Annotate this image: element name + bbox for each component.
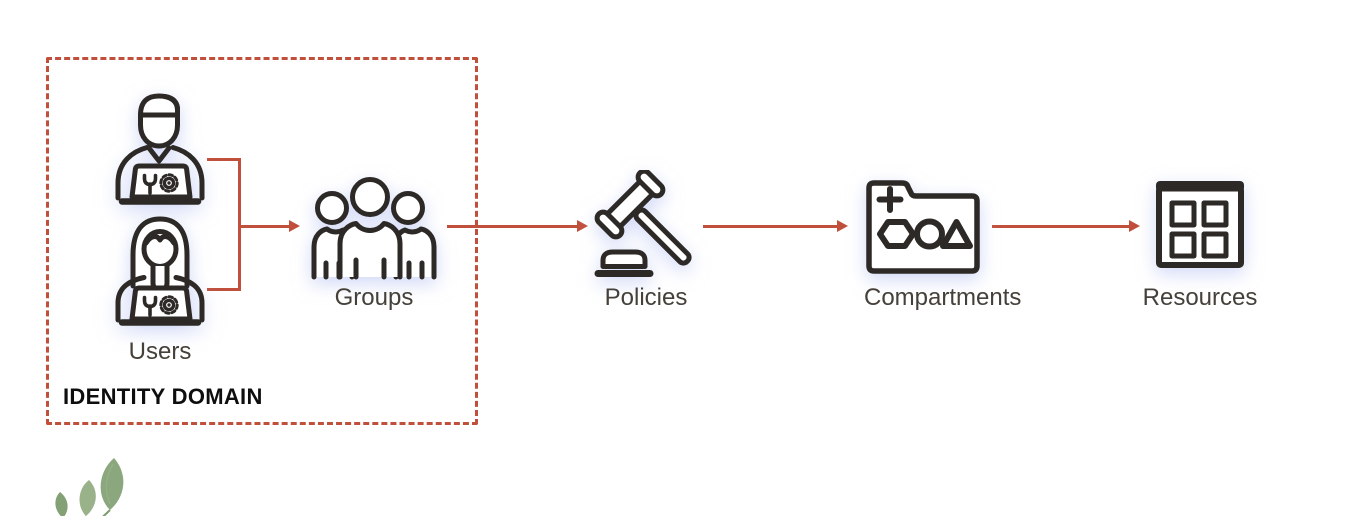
compartments-label: Compartments bbox=[864, 284, 1022, 311]
identity-domain-label: IDENTITY DOMAIN bbox=[63, 384, 263, 409]
resources-label: Resources bbox=[1142, 284, 1258, 311]
leaf-decoration-icon bbox=[55, 458, 124, 516]
groups-icon bbox=[311, 177, 437, 280]
connector-line-horizontal bbox=[238, 225, 289, 228]
resources-grid-icon bbox=[1156, 181, 1244, 268]
user-female-laptop-icon bbox=[115, 216, 205, 326]
connector-line-top-stub bbox=[207, 158, 241, 161]
connector-line-bottom-stub bbox=[207, 288, 241, 291]
arrowhead-icon bbox=[577, 220, 588, 232]
connector-line bbox=[703, 225, 837, 228]
connector-line-vertical bbox=[238, 158, 241, 291]
groups-label: Groups bbox=[334, 284, 414, 311]
connector-line bbox=[992, 225, 1129, 228]
policies-label: Policies bbox=[604, 284, 688, 311]
identity-domain-boundary: IDENTITY DOMAIN bbox=[46, 57, 478, 425]
compartment-folder-icon bbox=[866, 180, 980, 274]
arrowhead-icon bbox=[1129, 220, 1140, 232]
users-label: Users bbox=[128, 338, 192, 365]
connector-line bbox=[447, 225, 577, 228]
arrowhead-icon bbox=[289, 220, 300, 232]
gavel-icon bbox=[594, 170, 692, 277]
arrowhead-icon bbox=[837, 220, 848, 232]
user-male-laptop-icon bbox=[115, 93, 205, 205]
